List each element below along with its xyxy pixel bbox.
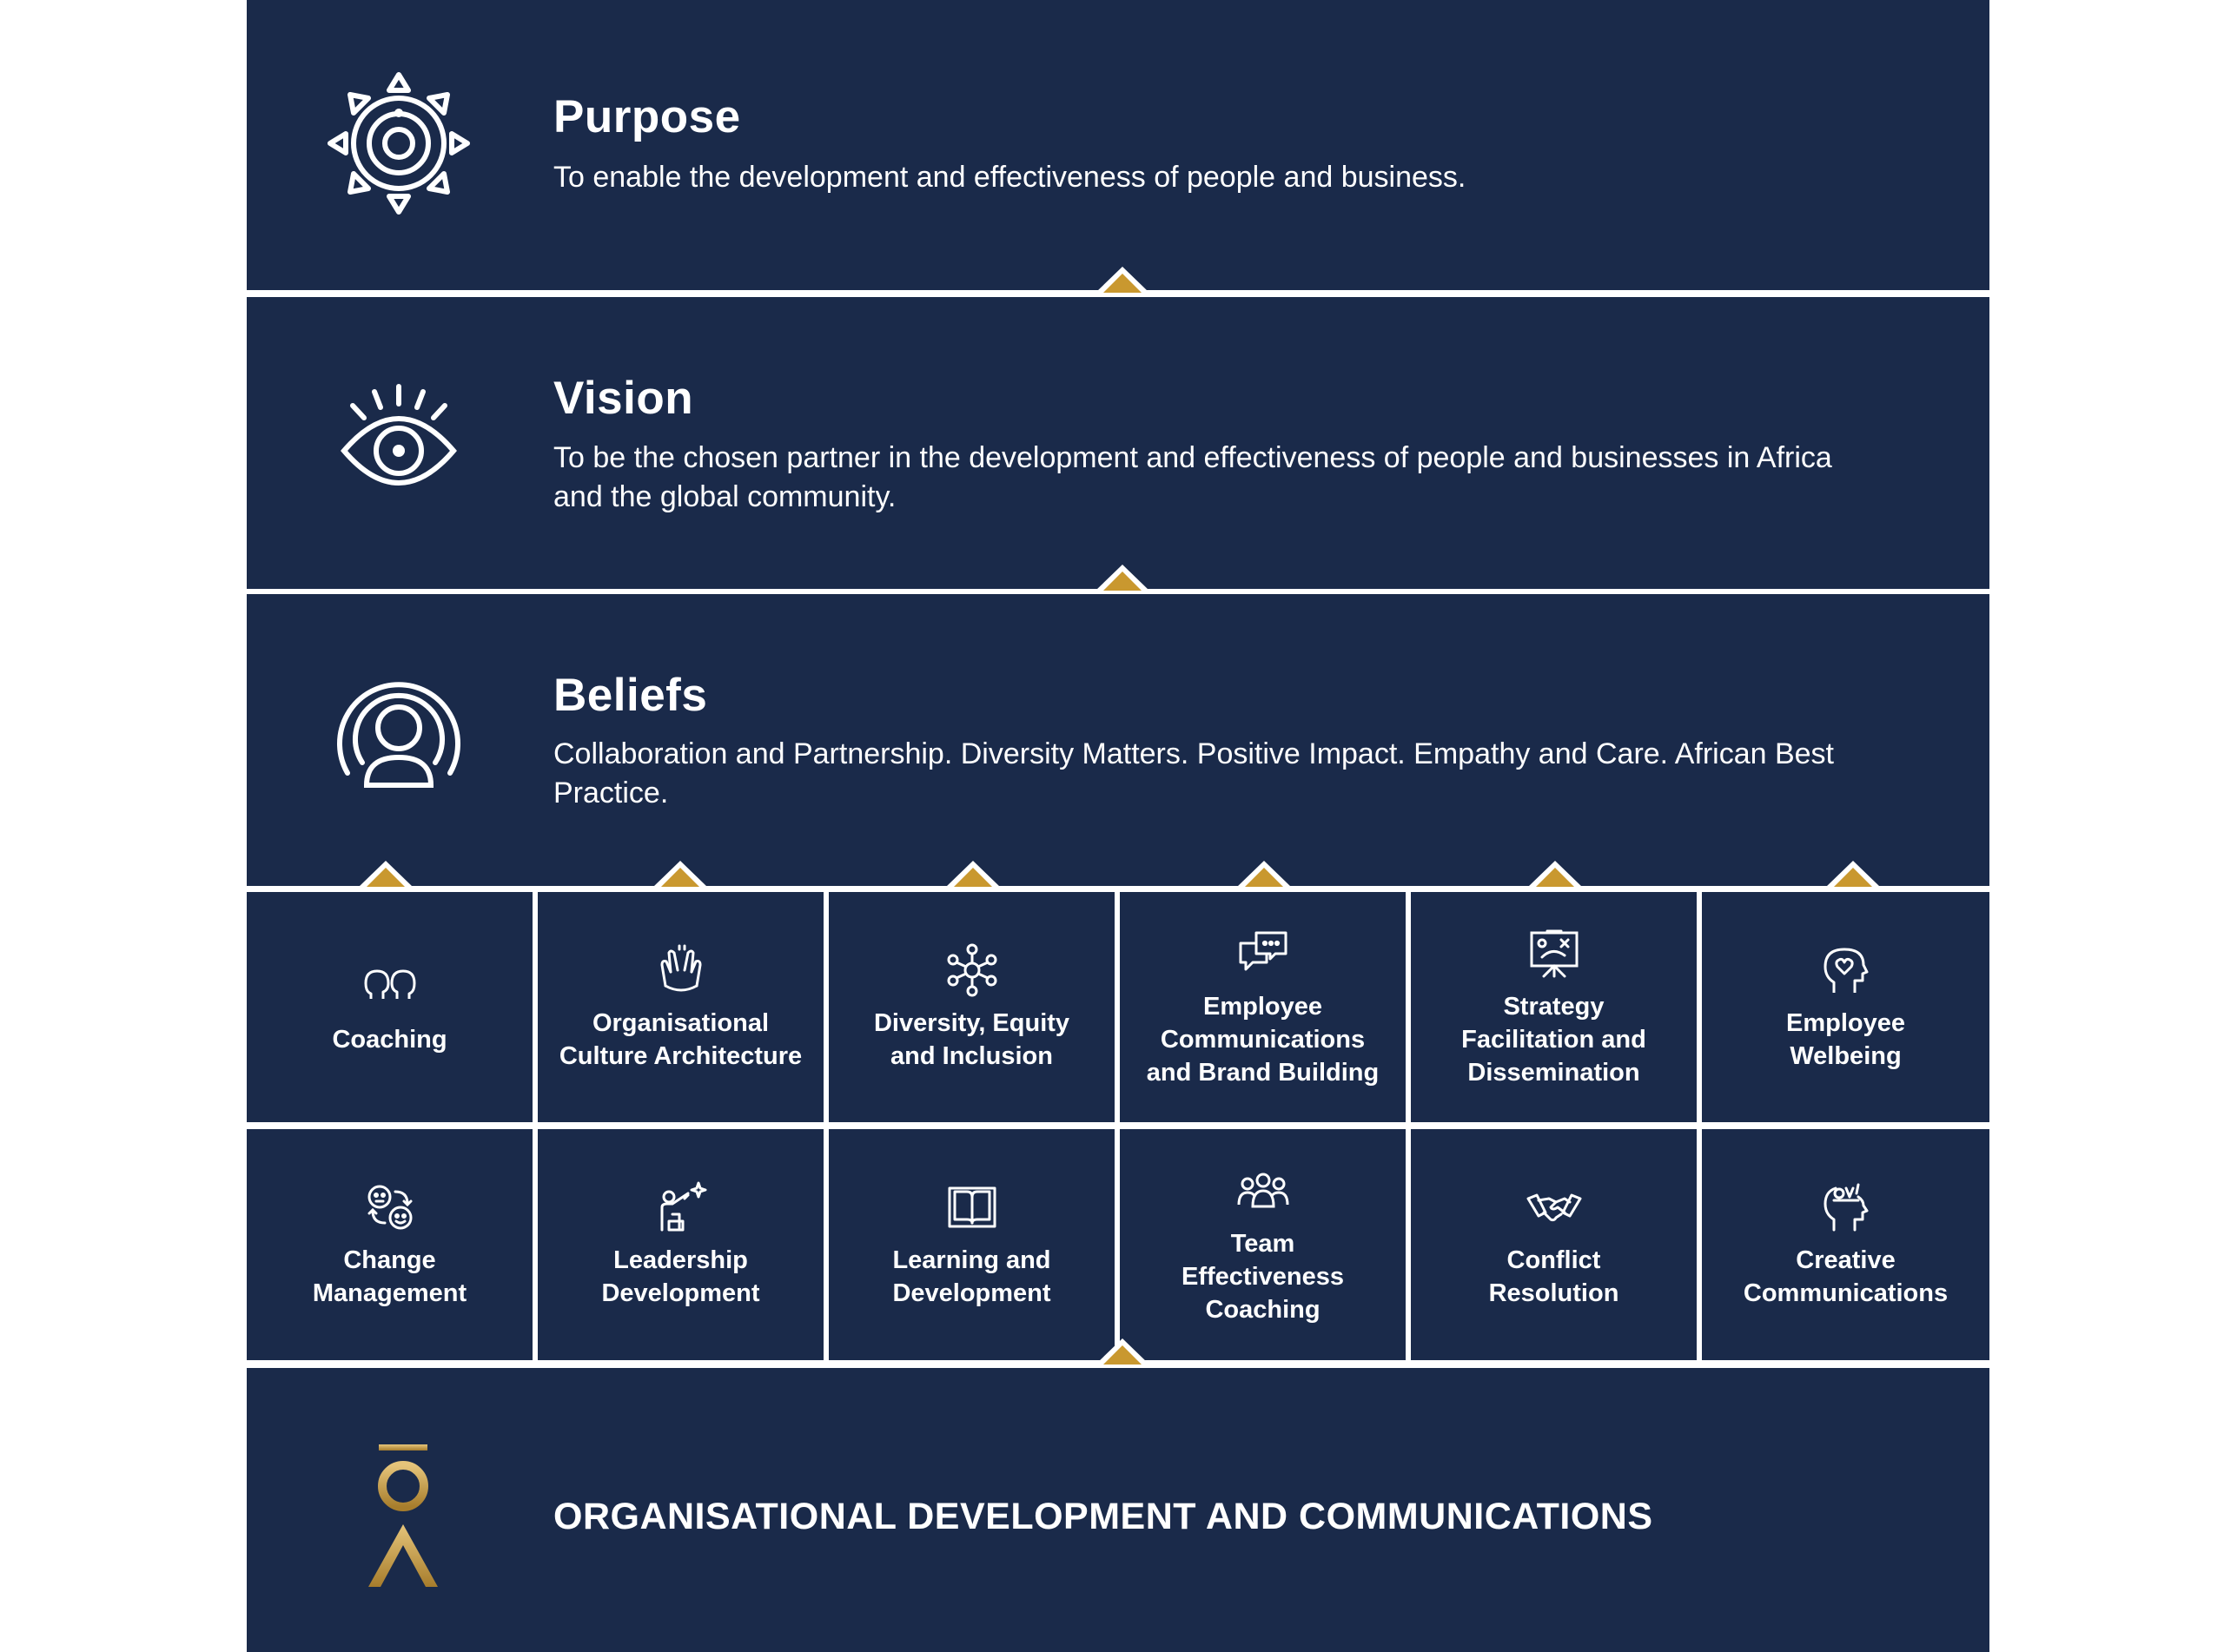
connector-arrow <box>1237 861 1291 887</box>
connector-arrow <box>1095 1338 1149 1365</box>
service-label: Strategy Facilitation and Dissemination <box>1461 992 1646 1087</box>
beliefs-band: Beliefs Collaboration and Partnership. D… <box>247 594 1989 886</box>
service-label: Diversity, Equity and Inclusion <box>873 1008 1070 1070</box>
eye-icon <box>325 380 473 506</box>
service-label: Coaching <box>332 1025 447 1054</box>
vision-text: To be the chosen partner in the developm… <box>553 441 1832 513</box>
book-icon <box>948 1186 996 1228</box>
two-heads-icon <box>364 969 415 999</box>
purpose-title: Purpose <box>553 91 741 142</box>
connector-arrow <box>946 861 1000 887</box>
network-people-icon <box>947 943 996 996</box>
connector-arrow <box>1095 565 1149 591</box>
beliefs-text: Collaboration and Partnership. Diversity… <box>553 737 1834 809</box>
service-tile: Strategy Facilitation and Dissemination <box>1411 892 1697 1122</box>
person-star-icon <box>660 1181 706 1232</box>
service-tile: Conflict Resolution <box>1411 1129 1697 1360</box>
connector-arrow <box>1826 861 1880 887</box>
face-cycle-icon <box>367 1185 412 1230</box>
heart-head-icon <box>1824 948 1868 993</box>
vision-band: Vision To be the chosen partner in the d… <box>247 297 1989 589</box>
purpose-text: To enable the development and effectiven… <box>553 161 1466 194</box>
connector-arrow <box>1528 861 1582 887</box>
sun-target-icon <box>325 69 473 221</box>
service-label: Conflict Resolution <box>1488 1246 1619 1307</box>
service-tile: Coaching <box>247 892 533 1122</box>
person-radiating-icon <box>325 667 473 810</box>
strategy-board-icon <box>1530 929 1578 977</box>
service-tile: Employee Welbeing <box>1702 892 1989 1122</box>
vision-title: Vision <box>553 373 694 424</box>
purpose-band: Purpose To enable the development and ef… <box>247 0 1989 290</box>
brand-band: ORGANISATIONAL DEVELOPMENT AND COMMUNICA… <box>247 1368 1989 1652</box>
chat-bubbles-icon <box>1239 931 1287 970</box>
idea-head-icon <box>1824 1183 1868 1232</box>
service-tile: Change Management <box>247 1129 533 1360</box>
beliefs-title: Beliefs <box>553 670 708 721</box>
service-tile: Diversity, Equity and Inclusion <box>829 892 1115 1122</box>
service-label: Employee Communications and Brand Buildi… <box>1146 992 1380 1087</box>
oa-logo-icon <box>368 1444 438 1591</box>
service-label: Employee Welbeing <box>1786 1008 1905 1070</box>
connector-arrow <box>653 861 707 887</box>
connector-arrow <box>359 861 413 887</box>
service-tile: Creative Communications <box>1702 1129 1989 1360</box>
service-tile: Leadership Development <box>538 1129 824 1360</box>
brand-title: ORGANISATIONAL DEVELOPMENT AND COMMUNICA… <box>553 1496 1653 1537</box>
connector-arrow <box>1095 267 1149 293</box>
service-label: Change Management <box>312 1246 467 1307</box>
handshake-icon <box>1526 1193 1581 1222</box>
service-label: Team Effectiveness Coaching <box>1182 1230 1344 1324</box>
service-tile: Organisational Culture Architecture <box>538 892 824 1122</box>
service-tile: Team Effectiveness Coaching <box>1120 1129 1406 1360</box>
service-tile: Employee Communications and Brand Buildi… <box>1120 892 1406 1122</box>
service-label: Learning and Development <box>892 1246 1051 1307</box>
service-label: Organisational Culture Architecture <box>559 1008 803 1070</box>
service-tile: Learning and Development <box>829 1129 1115 1360</box>
service-label: Creative Communications <box>1743 1246 1949 1307</box>
high-five-icon <box>659 944 702 991</box>
team-icon <box>1237 1173 1288 1208</box>
service-label: Leadership Development <box>601 1246 760 1307</box>
